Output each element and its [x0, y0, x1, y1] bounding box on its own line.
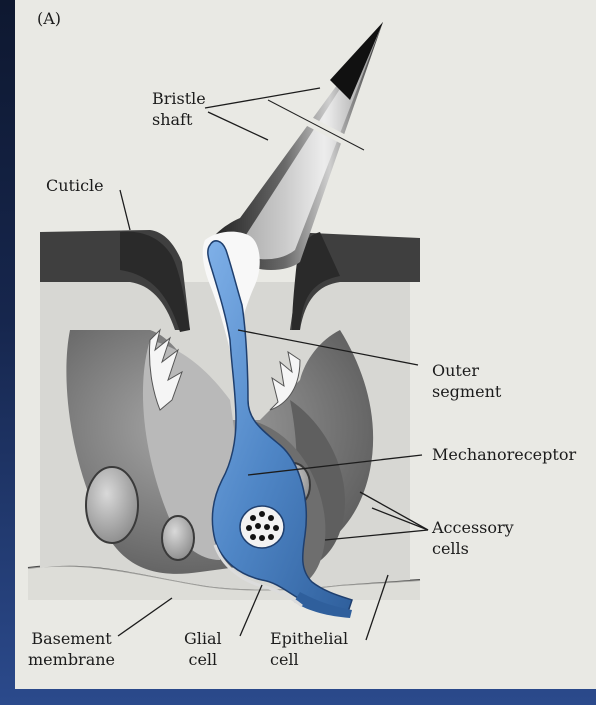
label-bristle-shaft-line2: shaft [152, 109, 206, 130]
label-glial-cell-line1: Glial [184, 628, 222, 649]
label-accessory-cells-line1: Accessory [432, 517, 514, 538]
leader-bristle-2 [208, 112, 268, 140]
label-mechanoreceptor: Mechanoreceptor [432, 444, 576, 465]
label-accessory-cells: Accessory cells [432, 517, 514, 559]
label-outer-segment-line1: Outer [432, 360, 501, 381]
nucleus-mid [162, 516, 194, 560]
label-epithelial-cell: Epithelial cell [270, 628, 348, 670]
panel-label: (A) [37, 8, 61, 29]
label-outer-segment: Outer segment [432, 360, 501, 402]
label-outer-segment-line2: segment [432, 381, 501, 402]
label-accessory-cells-line2: cells [432, 538, 514, 559]
label-epithelial-cell-line1: Epithelial [270, 628, 348, 649]
label-glial-cell-line2: cell [184, 649, 222, 670]
label-epithelial-cell-line2: cell [270, 649, 348, 670]
label-basement-membrane: Basement membrane [28, 628, 115, 670]
leader-bristle-1 [205, 88, 320, 108]
label-bristle-shaft: Bristle shaft [152, 88, 206, 130]
label-glial-cell: Glial cell [184, 628, 222, 670]
label-basement-membrane-line1: Basement [28, 628, 115, 649]
label-basement-membrane-line2: membrane [28, 649, 115, 670]
label-cuticle: Cuticle [46, 175, 104, 196]
leader-cuticle [120, 190, 130, 230]
label-bristle-shaft-line1: Bristle [152, 88, 206, 109]
leader-basement [118, 598, 172, 636]
nucleus-left [86, 467, 138, 543]
